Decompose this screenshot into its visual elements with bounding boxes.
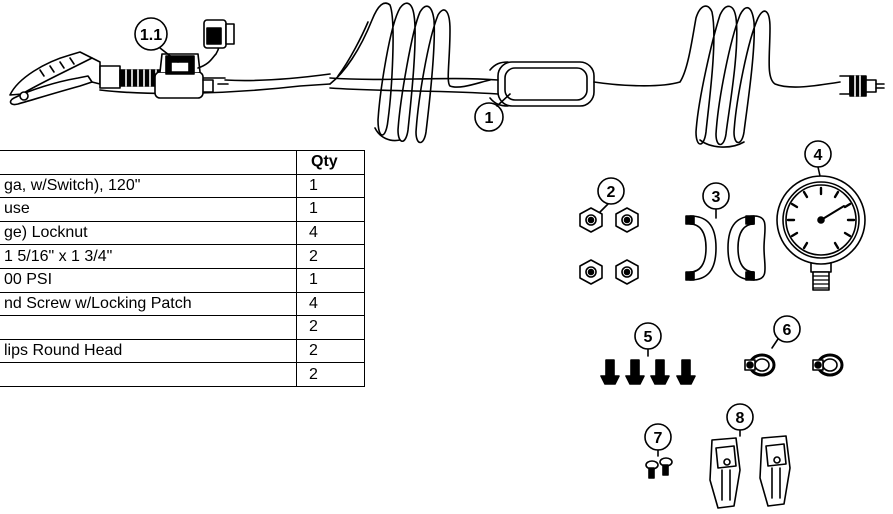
alligator-clip-icon <box>9 51 101 106</box>
row-description: use <box>0 197 297 222</box>
hose-clamp-icon <box>744 315 844 377</box>
table-row: lips Round Head 2 <box>0 338 365 364</box>
row-qty: 2 <box>296 244 365 269</box>
table-row: nd Screw w/Locking Patch 4 <box>0 291 365 317</box>
table-row: 00 PSI 1 <box>0 267 365 293</box>
callout-1 <box>474 93 511 132</box>
row-description: 00 PSI <box>0 267 297 293</box>
row-qty: 2 <box>296 362 365 387</box>
table-row: ga, w/Switch), 120" 1 <box>0 173 365 199</box>
callout-6-label: 6 <box>783 322 792 339</box>
row-description: ge) Locknut <box>0 220 297 246</box>
row-qty: 2 <box>296 338 365 364</box>
row-qty: 4 <box>296 220 365 246</box>
callout-4-label: 4 <box>814 147 823 164</box>
row-description: lips Round Head <box>0 338 297 364</box>
table-row: ge) Locknut 4 <box>0 220 365 246</box>
table-row: 2 <box>0 315 365 340</box>
parts-table: Qty ga, w/Switch), 120" 1 use 1 ge) Lock… <box>0 150 365 387</box>
callout-1-1-label: 1.1 <box>140 27 162 44</box>
callout-1-1 <box>134 17 179 63</box>
pressure-gauge-icon <box>776 140 866 291</box>
fuse-holder-icon <box>154 19 235 99</box>
bracket-clip-icon <box>709 403 791 509</box>
callout-3-label: 3 <box>712 189 721 206</box>
callout-5-label: 5 <box>644 329 653 346</box>
wire-sleeve-icon <box>99 65 176 89</box>
callout-1-label: 1 <box>485 110 494 127</box>
round-head-screw-icon <box>644 423 673 479</box>
locknut-icon <box>579 177 639 285</box>
row-description <box>0 362 297 387</box>
row-qty: 1 <box>296 173 365 199</box>
screw-icon <box>600 322 696 385</box>
table-row: 1 5/16" x 1 3/4" 2 <box>0 244 365 269</box>
left-cable-coil <box>329 2 491 144</box>
table-row: 2 <box>0 362 365 387</box>
row-description: nd Screw w/Locking Patch <box>0 291 297 317</box>
switch-housing-icon <box>489 61 595 107</box>
row-description <box>0 315 297 340</box>
end-connector-icon <box>839 75 885 97</box>
table-header-row: Qty <box>0 150 365 175</box>
row-qty: 1 <box>296 267 365 293</box>
row-qty: 1 <box>296 197 365 222</box>
u-clamp-icon <box>685 182 766 281</box>
description-header <box>0 150 297 175</box>
row-description: ga, w/Switch), 120" <box>0 173 297 199</box>
qty-header: Qty <box>296 150 365 175</box>
callout-2-label: 2 <box>607 184 616 201</box>
callout-7-label: 7 <box>654 430 663 447</box>
row-qty: 2 <box>296 315 365 340</box>
callout-8-label: 8 <box>736 410 745 427</box>
right-cable-coil <box>593 5 841 148</box>
row-description: 1 5/16" x 1 3/4" <box>0 244 297 269</box>
row-qty: 4 <box>296 291 365 317</box>
table-row: use 1 <box>0 197 365 222</box>
